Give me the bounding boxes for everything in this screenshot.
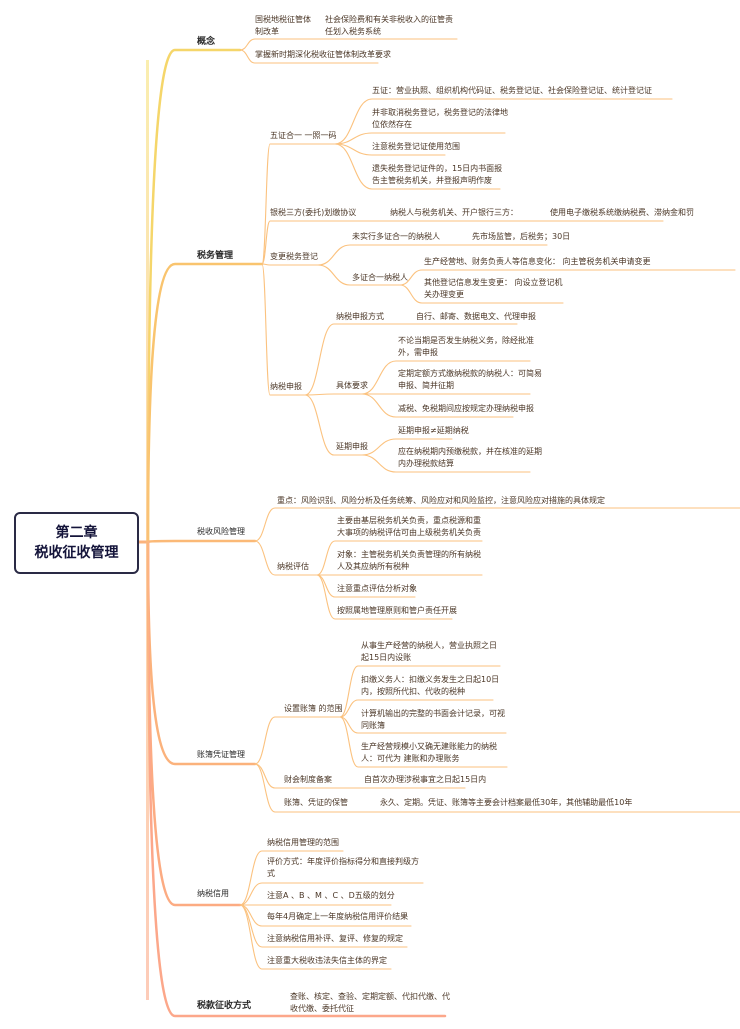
sub-branch-line <box>254 716 341 765</box>
branch-collection[interactable]: 税款征收方式 <box>197 1001 252 1011</box>
assess-node[interactable]: 纳税评估 <box>277 562 309 571</box>
filing-delay-node[interactable]: 延期申报 <box>336 442 368 451</box>
branch-risk[interactable]: 税收风险管理 <box>197 527 245 536</box>
sub-branch-line <box>334 132 506 145</box>
filing-delay-item[interactable]: 延期申报≠延期纳税 <box>398 426 469 435</box>
sub-branch-line <box>334 143 446 156</box>
multi-item[interactable]: 生产经营地、财务负责人等信息变化： 向主管税务机关申请变更 <box>424 257 651 266</box>
five-in-one-item[interactable]: 五证：营业执照、组织机构代码证、税务登记证、社会保险登记证、统计登记证 <box>372 86 652 95</box>
main-branch-line <box>146 539 257 544</box>
collection-detail[interactable]: 查账、核定、查验、定期定额、代扣代缴、代收代缴、委托代征 <box>290 992 450 1013</box>
sub-branch-line <box>304 393 363 396</box>
filing-req-item[interactable]: 减税、免税期间应按规定办理纳税申报 <box>398 404 534 413</box>
bank-tax-usage[interactable]: 使用电子缴税系统缴纳税费、滞纳金和罚 <box>550 208 694 217</box>
sub-branch-line <box>317 244 548 266</box>
credit-item[interactable]: 注意重大税收违法失信主体的界定 <box>267 956 387 965</box>
multi-node[interactable]: 多证合一纳税人 <box>352 273 408 282</box>
sub-branch-line <box>239 904 392 970</box>
sub-branch-line <box>254 763 740 813</box>
trunk-line <box>146 60 149 1000</box>
sub-branch-line <box>304 323 518 396</box>
books-keep-detail[interactable]: 永久、定期。凭证、账簿等主要会计档案最低30年，其他辅助最低10年 <box>380 798 633 807</box>
sub-branch-line <box>361 360 531 395</box>
sub-branch-line <box>334 143 501 190</box>
assess-item[interactable]: 按照属地管理原则和管户责任开展 <box>337 606 457 615</box>
concept-item-reform[interactable]: 国税地税征管体制改革 <box>255 15 311 36</box>
branch-credit[interactable]: 纳税信用 <box>197 889 229 898</box>
books-scope-item[interactable]: 生产经营规模小又确无建账能力的纳税人：可代为 建账和办理账务 <box>361 742 497 763</box>
sub-branch-line <box>339 665 501 718</box>
bank-tax-node[interactable]: 银税三方(委托)划缴协议 <box>270 208 357 217</box>
sub-branch-line <box>316 540 483 576</box>
sub-branch-line <box>254 540 318 576</box>
credit-item[interactable]: 每年4月确定上一年度纳税信用评价结果 <box>267 912 409 921</box>
credit-item[interactable]: 注意纳税信用补评、复评、修复的规定 <box>267 934 403 943</box>
assess-item[interactable]: 主要由基层税务机关负责，重点税源和重大事项的纳税评估可由上级税务机关负责 <box>337 516 481 537</box>
sub-branch-line <box>399 284 564 304</box>
books-scope-item[interactable]: 扣缴义务人：扣缴义务发生之日起10日内，按照所代扣、代收的税种 <box>361 675 500 696</box>
root-title-line2: 税收征收管理 <box>34 545 119 561</box>
sub-branch-line <box>239 38 458 51</box>
sub-branch-line <box>361 454 531 473</box>
root-title-line1: 第二章 <box>55 525 98 541</box>
sub-branch-line <box>339 716 507 734</box>
books-scope-node[interactable]: 设置账簿 的范围 <box>284 704 343 713</box>
not-multi-node[interactable]: 未实行多证合一的纳税人 <box>352 232 440 241</box>
main-branch-line <box>146 540 242 907</box>
multi-item[interactable]: 其他登记信息发生变更： 向设立登记机关办理变更 <box>424 278 563 299</box>
sub-branch-line <box>361 393 514 418</box>
main-branch-line <box>146 48 242 544</box>
sub-branch-line <box>254 507 740 542</box>
credit-item[interactable]: 评价方式：年度评价指标得分和直接判级方式 <box>267 857 419 878</box>
sub-branch-line <box>261 263 306 396</box>
sub-branch-line <box>317 264 401 286</box>
filing-delay-item[interactable]: 应在纳税期内预缴税款，并在核准的延期内办理税款结算 <box>398 447 542 468</box>
branch-concept[interactable]: 概念 <box>197 37 216 47</box>
sub-branch-line <box>239 882 424 906</box>
books-scope-item[interactable]: 计算机输出的完整的书面会计记录，可视同账簿 <box>361 709 505 730</box>
filing-method-detail[interactable]: 自行、邮寄、数据电文、代理申报 <box>416 312 536 321</box>
branch-books[interactable]: 账簿凭证管理 <box>197 750 245 759</box>
risk-key[interactable]: 重点：风险识别、风险分析及任务统筹、风险应对和风险监控，注意风险应对措施的具体规… <box>277 496 605 505</box>
filing-method-node[interactable]: 纳税申报方式 <box>336 312 384 321</box>
sub-branch-line <box>239 49 379 64</box>
branch-tax-admin[interactable]: 税务管理 <box>197 251 234 261</box>
sub-branch-line <box>339 699 494 718</box>
sub-branch-line <box>361 438 453 456</box>
assess-item[interactable]: 对象：主管税务机关负责管理的所有纳税人及其应纳所有税种 <box>337 550 481 571</box>
sub-branch-line <box>399 269 736 286</box>
sub-branch-line <box>261 263 319 266</box>
sub-branch-line <box>239 850 344 906</box>
filing-node[interactable]: 纳税申报 <box>270 382 302 391</box>
five-in-one-node[interactable]: 五证合一 一照一码 <box>270 131 337 140</box>
assess-item[interactable]: 注意重点评估分析对象 <box>337 584 417 593</box>
five-in-one-item[interactable]: 注意税务登记证使用范围 <box>372 142 460 151</box>
sub-branch-line <box>261 143 336 265</box>
filing-req-item[interactable]: 定期定额方式缴纳税款的纳税人：可简易申报、简并征期 <box>398 369 542 390</box>
filing-req-item[interactable]: 不论当期是否发生纳税义务，除经批准外，需申报 <box>398 336 534 357</box>
sub-branch-line <box>334 98 673 145</box>
sub-branch-line <box>339 716 508 768</box>
sub-branch-line <box>304 394 363 456</box>
filing-req-node[interactable]: 具体要求 <box>336 381 368 390</box>
change-registration-node[interactable]: 变更税务登记 <box>270 252 318 261</box>
bank-tax-parties[interactable]: 纳税人与税务机关、开户银行三方： <box>390 208 518 217</box>
concept-item-requirements[interactable]: 掌握新时期深化税收征管体制改革要求 <box>255 50 391 59</box>
not-multi-detail[interactable]: 先市场监管，后税务；30日 <box>472 232 571 241</box>
sub-branch-line <box>261 220 664 265</box>
main-branch-line <box>146 262 264 544</box>
books-scope-item[interactable]: 从事生产经营的纳税人，营业执照之日起15日内设账 <box>361 641 497 662</box>
five-in-one-item[interactable]: 遗失税务登记证件的，15日内书面报 告主管税务机关，并登报声明作废 <box>372 164 503 185</box>
root-node[interactable]: 第二章 税收征收管理 <box>14 512 139 574</box>
credit-item[interactable]: 纳税信用管理的范围 <box>267 838 339 847</box>
books-filing-detail[interactable]: 自首次办理涉税事宜之日起15日内 <box>364 775 487 784</box>
sub-branch-line <box>316 574 453 620</box>
concept-item-reform-detail[interactable]: 社会保险费和有关非税收入的征管责任划入税务系统 <box>325 15 453 36</box>
main-branch-line <box>146 540 257 766</box>
books-keep-node[interactable]: 账簿、凭证的保管 <box>284 798 348 807</box>
credit-item[interactable]: 注意A 、B 、M 、C 、D五级的划分 <box>267 891 395 900</box>
books-filing-node[interactable]: 财会制度备案 <box>284 775 332 784</box>
five-in-one-item[interactable]: 并非取消税务登记，税务登记的法律地位依然存在 <box>372 108 508 129</box>
